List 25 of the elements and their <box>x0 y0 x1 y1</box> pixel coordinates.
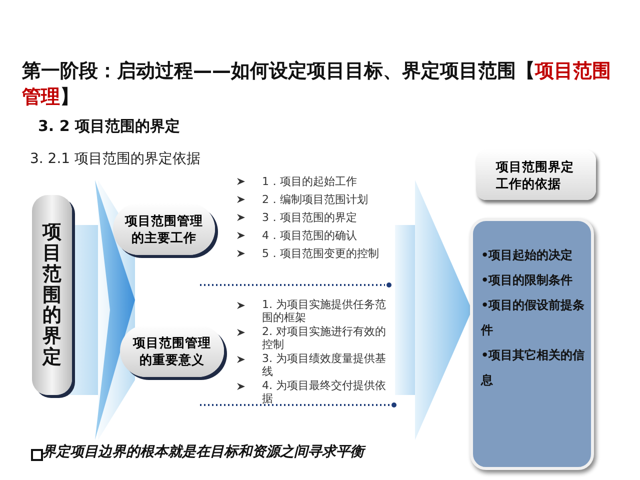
list-item: 3. 为项目绩效度量提供基线 <box>262 352 386 378</box>
vertical-title-box <box>32 195 72 395</box>
slide-title: 第一阶段：启动过程——如何设定项目目标、界定项目范围【项目范围管理】 <box>22 59 612 110</box>
content-panel <box>470 218 594 470</box>
bullet-text: •项目的假设前提条件 <box>481 297 585 339</box>
list-item: 2. 对项目实施进行有效的控制 <box>262 325 386 351</box>
subsection-heading: 3. 2.1 项目范围的界定依据 <box>30 151 202 167</box>
section-heading: 3. 2 项目范围的界定 <box>38 118 182 134</box>
note-text: 界定项目边界的根本就是在目标和资源之间寻求平衡 <box>42 444 367 460</box>
box-label: 项目范围界定工作的依据 <box>496 158 575 192</box>
bullet-text: •项目起始的决定 <box>481 247 574 264</box>
rounded-label-box <box>120 325 224 377</box>
bullet-text: •项目其它相关的信息 <box>481 347 585 389</box>
box-label: 项目范围管理的重要意义 <box>132 334 212 368</box>
vertical-label: 项目范围的界定 <box>42 222 62 368</box>
list-item: 1. 为项目实施提供任务范围的框架 <box>262 298 386 324</box>
bullet-text: •项目的限制条件 <box>481 272 574 289</box>
list-item: 2．编制项目范围计划 <box>262 192 369 208</box>
list-item: 5．项目范围变更的控制 <box>262 246 380 262</box>
box-label: 项目范围管理的主要工作 <box>124 212 204 246</box>
list-item: 1．项目的起始工作 <box>262 174 358 190</box>
list-item: 4. 为项目最终交付提供依据 <box>262 379 386 405</box>
header-box <box>476 150 596 200</box>
list-item: 3．项目范围的界定 <box>262 210 358 226</box>
list-item: 4．项目范围的确认 <box>262 228 358 244</box>
